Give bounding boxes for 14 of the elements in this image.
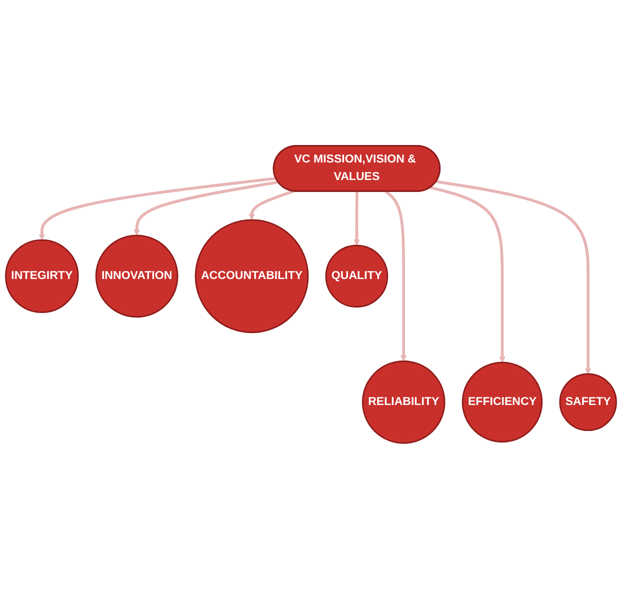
arrow (436, 180, 592, 374)
node-circle: EFFICIENCY (462, 362, 543, 443)
arrow (248, 190, 294, 220)
node-circle: SAFETY (559, 373, 617, 432)
node-circle: RELIABILITY (362, 360, 446, 444)
arrow (38, 176, 276, 240)
arrow (430, 186, 506, 363)
node-circle: QUALITY (325, 244, 388, 308)
node-circle: INNOVATION (95, 234, 178, 318)
arrow (354, 192, 360, 246)
node-circle: ACCOUNTABILITY (194, 219, 309, 334)
arrow (134, 180, 278, 236)
arrow (384, 190, 407, 362)
node-circle: INTEGIRTY (5, 239, 79, 314)
